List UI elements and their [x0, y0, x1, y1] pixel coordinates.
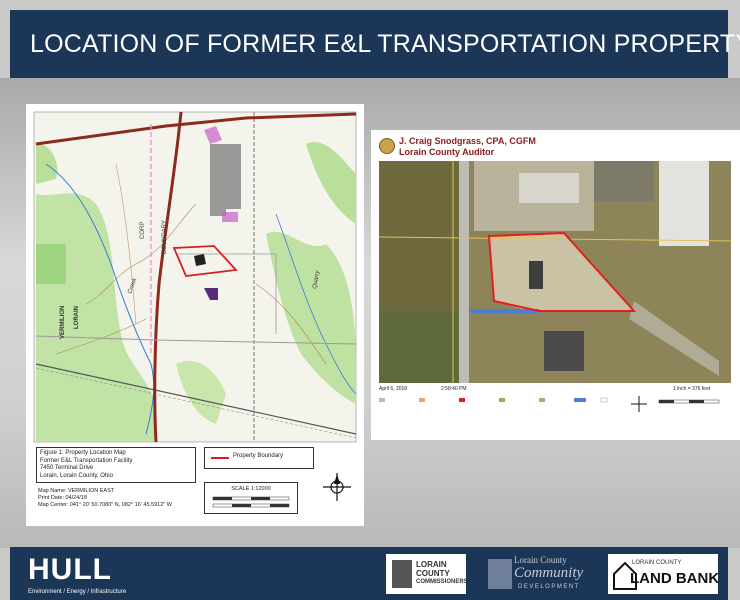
lorain-county-community-development-logo: Lorain County Community DEVELOPMENT	[488, 551, 596, 597]
map-time: 2:58:40 PM	[441, 386, 467, 392]
map-info-line: Map Center: 041° 20' 50.7080" N, 082° 16…	[38, 502, 172, 508]
lorain-county-land-bank-logo: LORAIN COUNTY LAND BANK	[608, 554, 720, 594]
property-location-map: VERMILION LORAIN Creek CORP BOUNDARY Qua…	[26, 104, 364, 526]
house-icon	[613, 561, 637, 590]
auditor-office: Lorain County Auditor	[399, 147, 495, 157]
logo-line: LAND BANK	[630, 570, 720, 587]
logo-line: COMMISSIONERS	[416, 579, 468, 585]
title-bar: LOCATION OF FORMER E&L TRANSPORTATION PR…	[10, 10, 740, 78]
caption-line: Figure 1: Property Location Map	[40, 450, 126, 456]
scale-label: SCALE 1:12000	[231, 486, 271, 492]
map-caption-box: Figure 1: Property Location Map Former E…	[36, 447, 196, 483]
auditor-name: J. Craig Snodgrass, CPA, CGFM	[399, 136, 536, 146]
logo-line: Lorain County	[514, 555, 567, 565]
logo-line: Community	[514, 565, 584, 581]
commissioners-text: LORAIN COUNTY COMMISSIONERS	[416, 560, 468, 587]
legend-swatch	[211, 457, 229, 459]
caption-line: Lorain, Lorain County, Ohio	[40, 472, 113, 479]
building-icon	[392, 560, 412, 588]
topo-map-graphic: VERMILION LORAIN Creek CORP BOUNDARY Qua…	[33, 111, 357, 443]
north-arrow-icon	[323, 473, 351, 501]
map-label-quarry: Quarry	[312, 269, 321, 289]
slide-title: LOCATION OF FORMER E&L TRANSPORTATION PR…	[30, 30, 740, 58]
footer-bar: HULL Environment / Energy / Infrastructu…	[10, 547, 728, 600]
map-label-corp: CORP	[140, 222, 146, 239]
logo-line: LORAIN COUNTY	[632, 560, 682, 566]
logo-line: COUNTY	[416, 569, 450, 578]
map-date: April 6, 2018	[379, 386, 408, 392]
logo-line: DEVELOPMENT	[518, 584, 580, 590]
map-label-creek: Creek	[127, 277, 138, 295]
map-info: Map Name: VERMILION EAST Print Date: 04/…	[38, 488, 208, 509]
hull-tagline: Environment / Energy / Infrastructure	[28, 589, 127, 595]
county-seal-icon	[379, 138, 395, 154]
building-blocks-icon	[488, 559, 512, 589]
lorain-county-commissioners-logo: LORAIN COUNTY COMMISSIONERS	[386, 554, 468, 594]
map-label-lorain: LORAIN	[74, 306, 80, 329]
county-auditor-aerial-map: J. Craig Snodgrass, CPA, CGFM Lorain Cou…	[371, 130, 740, 440]
logo-line: LORAIN	[416, 560, 447, 569]
map-info-line: Print Date: 04/24/18	[38, 495, 87, 501]
map-label-boundary: BOUNDARY	[162, 220, 168, 254]
map-legend: Property Boundary	[204, 447, 314, 469]
caption-line: Former E&L Transportation Facility	[40, 457, 133, 464]
legend-label: Property Boundary	[233, 453, 284, 459]
aerial-photo	[379, 161, 731, 383]
scale-box: SCALE 1:12000	[204, 482, 298, 514]
scale-bar	[212, 496, 290, 508]
map-label-vermilion: VERMILION	[60, 306, 66, 339]
hull-logo: HULL	[28, 553, 112, 586]
caption-line: 7450 Terminal Drive	[40, 465, 94, 471]
map-scale-text: 1 inch = 376 feet	[673, 386, 711, 392]
aerial-legend	[379, 396, 720, 412]
map-info-line: Map Name: VERMILION EAST	[38, 488, 115, 494]
